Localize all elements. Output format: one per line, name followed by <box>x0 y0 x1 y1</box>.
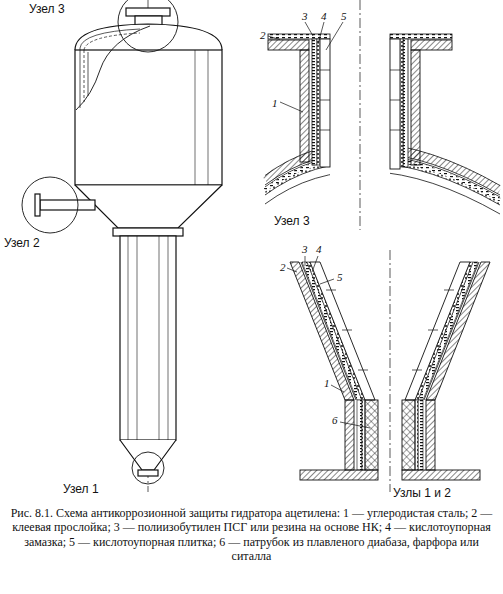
callout-number: 1 <box>323 377 331 389</box>
detail-1-2 <box>287 250 490 492</box>
callout-number: 2 <box>259 29 267 41</box>
part-name: Узел 1 <box>62 482 100 496</box>
callout-number: 6 <box>331 414 339 426</box>
vessel <box>22 0 222 492</box>
callout-number: 4 <box>315 243 323 255</box>
callout-number: 3 <box>301 243 309 255</box>
callout-number: 5 <box>340 10 348 22</box>
figure-caption: Рис. 8.1. Схема антикоррозионной защиты … <box>8 506 495 564</box>
part-name: Узел 2 <box>3 236 41 250</box>
detail-title: Узел 3 <box>273 214 311 228</box>
part-name: Узел 3 <box>28 2 66 16</box>
detail-3 <box>265 0 500 230</box>
callout-number: 2 <box>279 261 287 273</box>
callout-number: 5 <box>336 271 344 283</box>
detail-title: Узлы 1 и 2 <box>392 486 452 500</box>
callout-number: 4 <box>320 10 328 22</box>
callout-number: 3 <box>301 10 309 22</box>
callout-number: 1 <box>271 97 279 109</box>
